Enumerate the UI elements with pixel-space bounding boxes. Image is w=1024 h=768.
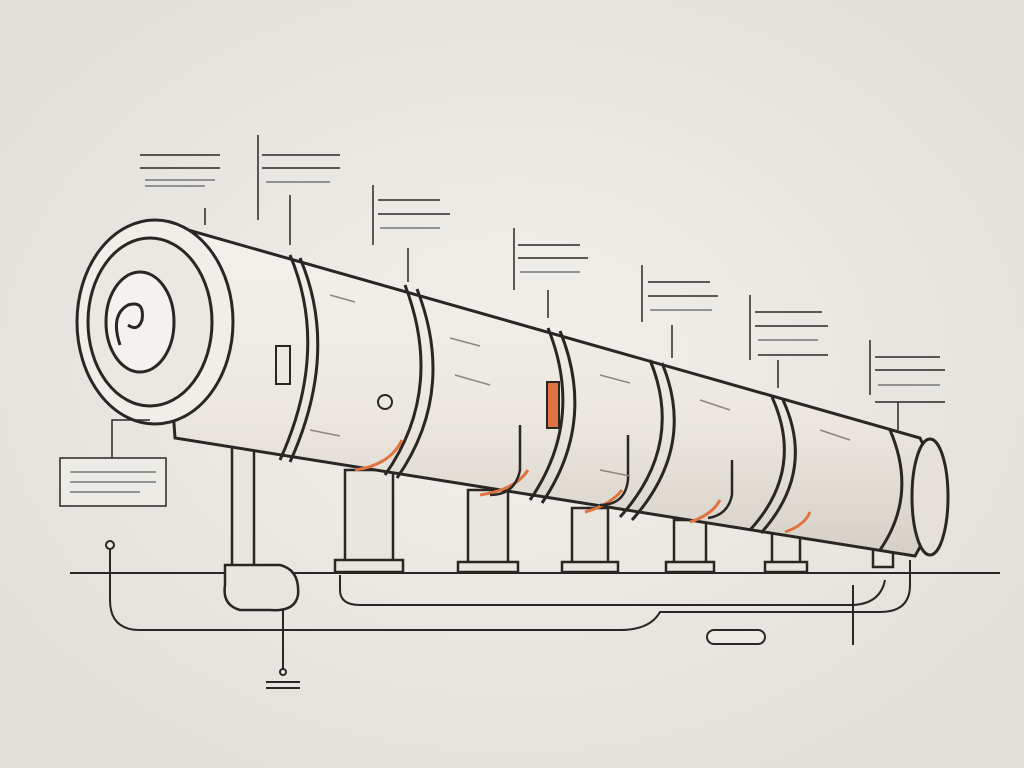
annotation-label [749, 295, 828, 388]
annotation-label [513, 228, 588, 318]
annotation-label [140, 154, 220, 225]
annotation-label [869, 340, 945, 430]
annotation-label [641, 265, 718, 358]
pipe-end-cap [75, 218, 393, 426]
pipe-hooks [489, 425, 734, 520]
annotation-labels [59, 135, 945, 507]
annotation-label [372, 185, 450, 282]
annotation-label [257, 135, 340, 245]
drain-pipe [223, 428, 300, 612]
pipe-texture-lines [309, 294, 851, 477]
pipe-rings [278, 254, 904, 551]
annotation-box [59, 419, 167, 507]
accent-straps [354, 381, 812, 534]
